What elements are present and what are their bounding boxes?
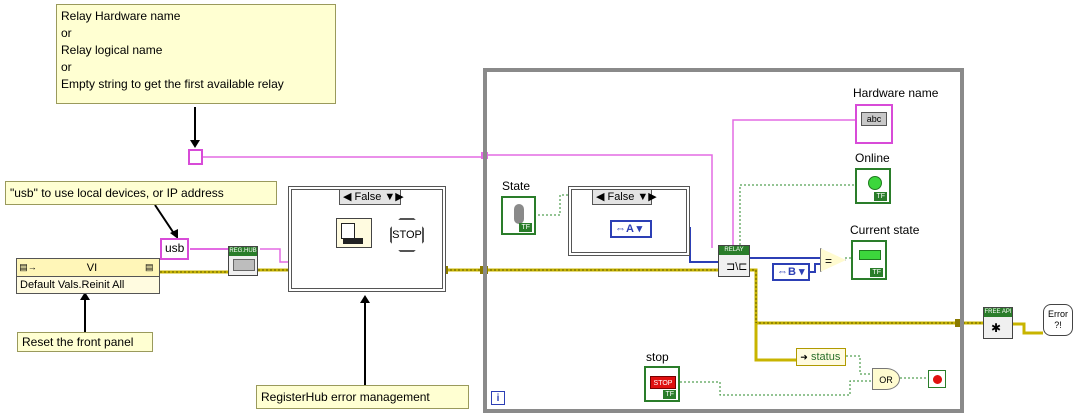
enum-a-constant[interactable]: ⇔A ▾ [610, 220, 652, 238]
arrow-head [80, 292, 90, 300]
relay-switch-icon: ⊐\⊏ [726, 261, 748, 273]
error-case-selector[interactable]: ◀ False ▼▶ [339, 189, 404, 205]
stop-sign-icon: STOP [390, 218, 424, 252]
loop-condition-terminal[interactable] [928, 370, 946, 388]
unbundle-arrow-icon: ➜ [800, 351, 808, 362]
wire-error-4 [1012, 322, 1043, 335]
led-icon [868, 176, 882, 190]
relay-subvi[interactable]: RELAY ⊐\⊏ [718, 245, 750, 277]
case-next-icon[interactable]: ▼▶ [637, 190, 657, 203]
error-case-structure[interactable]: ◀ False ▼▶ STOP [288, 186, 446, 292]
enum-arrows-icon: ⇔ [615, 223, 626, 235]
invoke-node-class: VI [86, 261, 98, 274]
or-gate-icon: OR [872, 368, 900, 390]
arrow-usb-comment [154, 204, 176, 236]
wire-state [538, 194, 570, 216]
tunnel-error-loop-out [955, 319, 963, 327]
usb-string-constant[interactable]: usb [160, 238, 190, 260]
wire-stop [680, 380, 872, 396]
hardware-name-indicator[interactable]: abc [855, 104, 893, 144]
current-state-label: Current state [850, 223, 920, 237]
comment-registerhub-error: RegisterHub error management [256, 385, 469, 409]
online-indicator[interactable]: TF [855, 168, 891, 204]
reference-out-icon: ▤ [145, 262, 154, 272]
stop-condition-icon [933, 375, 942, 384]
led-bar-icon [859, 250, 881, 260]
comment-usb-hint: "usb" to use local devices, or IP addres… [5, 181, 277, 205]
state-control[interactable]: TF [501, 196, 536, 235]
current-state-indicator[interactable]: TF [851, 240, 887, 280]
arrow-head [360, 295, 370, 303]
error-handler-icon[interactable]: Error ?! [1043, 304, 1073, 336]
comment-relay-name: Relay Hardware name or Relay logical nam… [56, 4, 336, 104]
arrow-head [190, 140, 200, 148]
arrow-head [170, 229, 178, 239]
comment-reset-panel: Reset the front panel [17, 332, 153, 352]
stop-label: stop [646, 350, 669, 364]
wire-status [846, 355, 872, 375]
case-prev-icon[interactable]: ◀ [343, 190, 352, 203]
while-loop[interactable]: i [483, 68, 964, 413]
enum-b-constant[interactable]: ⇔B ▾ [772, 263, 810, 281]
usb-plug-icon [233, 259, 255, 271]
wrench-icon: ✱ [991, 321, 1002, 335]
case-next-icon[interactable]: ▼▶ [384, 190, 404, 203]
state-case-structure[interactable]: ◀ False ▼▶ ⇔A ▾ [568, 186, 690, 256]
simple-error-handler-icon [336, 218, 372, 248]
relay-name-string-constant[interactable] [188, 149, 203, 165]
wire-online [739, 184, 855, 245]
reference-in-icon: ▤→ [19, 262, 37, 272]
state-label: State [502, 179, 531, 193]
state-case-selector[interactable]: ◀ False ▼▶ [592, 189, 657, 205]
wire-error-status [754, 323, 796, 362]
wire-hardware-name [732, 119, 855, 245]
toggle-switch-icon [514, 204, 524, 224]
loop-iteration-terminal: i [491, 391, 505, 405]
hardware-name-label: Hardware name [853, 86, 939, 100]
invoke-node-method: Default Vals.Reinit All [20, 279, 125, 291]
case-prev-icon[interactable]: ◀ [596, 190, 605, 203]
reg-hub-subvi[interactable]: REG.HUB [228, 246, 258, 276]
free-api-subvi[interactable]: FREE API ✱ [983, 307, 1013, 339]
online-label: Online [855, 151, 890, 165]
stop-control[interactable]: STOP TF [644, 366, 680, 402]
enum-arrows-icon: ⇔ [777, 266, 788, 278]
unbundle-status[interactable]: ➜ status [796, 348, 846, 366]
wire-enum-b [808, 263, 820, 273]
invoke-node[interactable]: ▤→ VI ▤ Default Vals.Reinit All [16, 258, 160, 294]
